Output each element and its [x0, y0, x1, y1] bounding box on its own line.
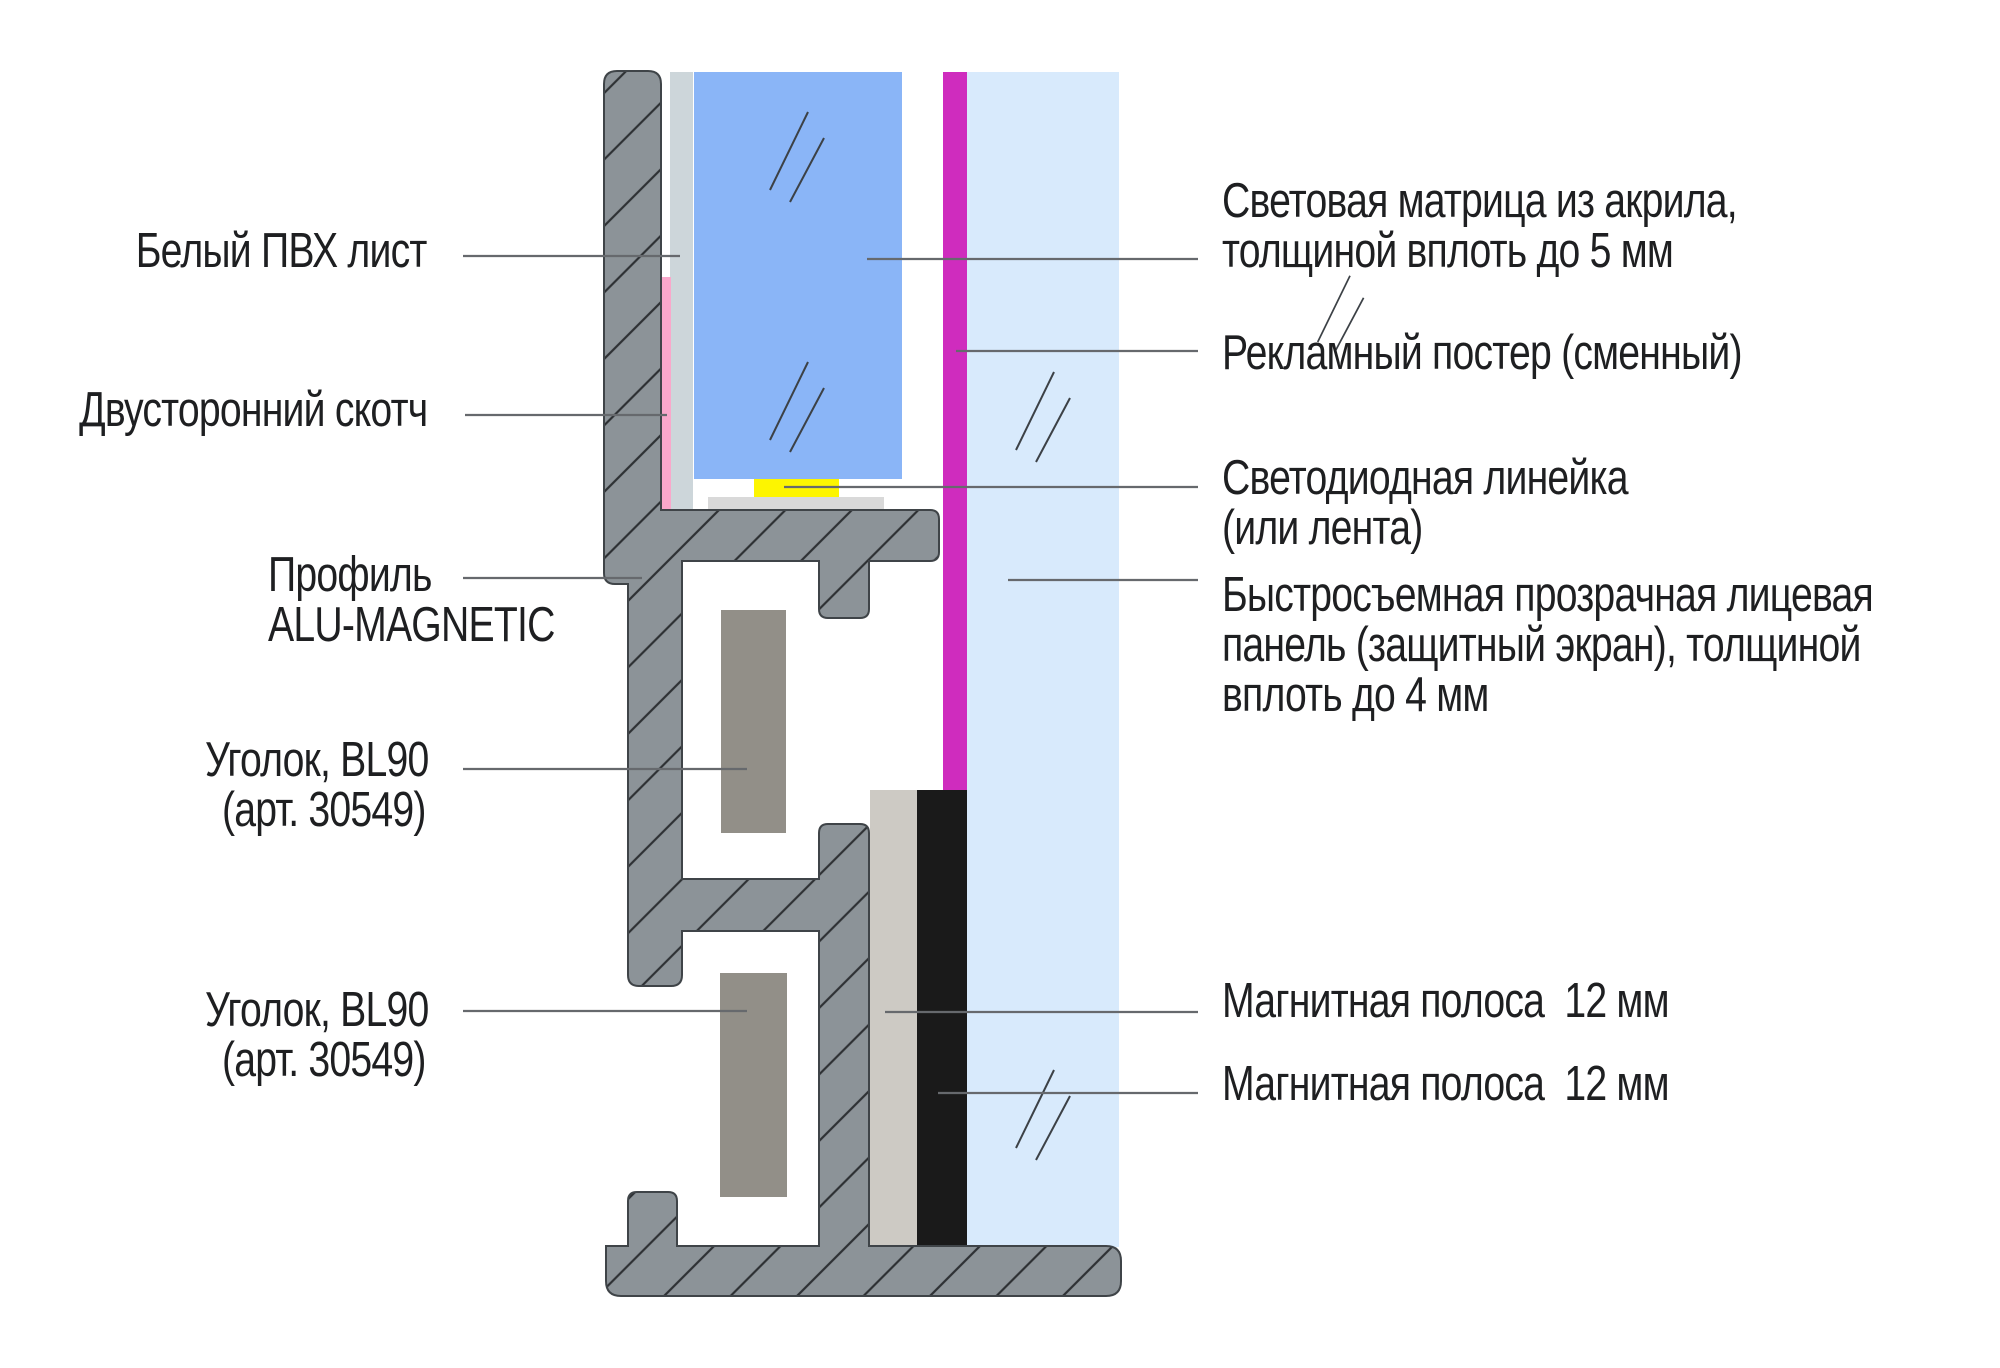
label-poster: Рекламный постер (сменный) [1222, 326, 1743, 380]
label-led-line2: (или лента) [1222, 501, 1423, 555]
label-face-panel-line1: Быстросъемная прозрачная лицевая [1222, 568, 1874, 622]
corner-piece-bl90-1 [721, 610, 786, 833]
label-profile-line2: ALU-MAGNETIC [268, 598, 555, 652]
double-sided-tape-strip [660, 277, 671, 509]
label-profile-line1: Профиль [268, 548, 432, 602]
label-acrylic-matrix-line1: Световая матрица из акрила, [1222, 174, 1738, 228]
magnet-strip-black [917, 790, 967, 1247]
label-corner-bl90-1-line1: Уголок, BL90 [205, 733, 429, 787]
label-tape: Двусторонний скотч [78, 383, 428, 437]
label-acrylic-matrix-line2: толщиной вплоть до 5 мм [1222, 224, 1674, 278]
corner-piece-bl90-2 [720, 973, 787, 1197]
label-led-line1: Светодиодная линейка [1222, 451, 1629, 505]
label-pvc-sheet: Белый ПВХ лист [136, 224, 428, 278]
label-magnet-strip-2: Магнитная полоса 12 мм [1222, 1057, 1670, 1111]
pvc-sheet-strip [670, 72, 693, 511]
magnet-strip-gray [870, 790, 917, 1247]
acrylic-light-matrix [694, 72, 902, 479]
label-magnet-strip-1: Магнитная полоса 12 мм [1222, 974, 1670, 1028]
led-shelf [708, 497, 884, 511]
poster-strip [943, 72, 967, 790]
label-corner-bl90-1-line2: (арт. 30549) [222, 783, 426, 837]
profile-fill-layer [605, 72, 1120, 1295]
label-corner-bl90-2-line2: (арт. 30549) [222, 1033, 426, 1087]
label-face-panel-line3: вплоть до 4 мм [1222, 668, 1489, 722]
label-face-panel-line2: панель (защитный экран), толщиной [1222, 618, 1861, 672]
face-panel [967, 72, 1119, 1247]
label-corner-bl90-2-line1: Уголок, BL90 [205, 983, 429, 1037]
